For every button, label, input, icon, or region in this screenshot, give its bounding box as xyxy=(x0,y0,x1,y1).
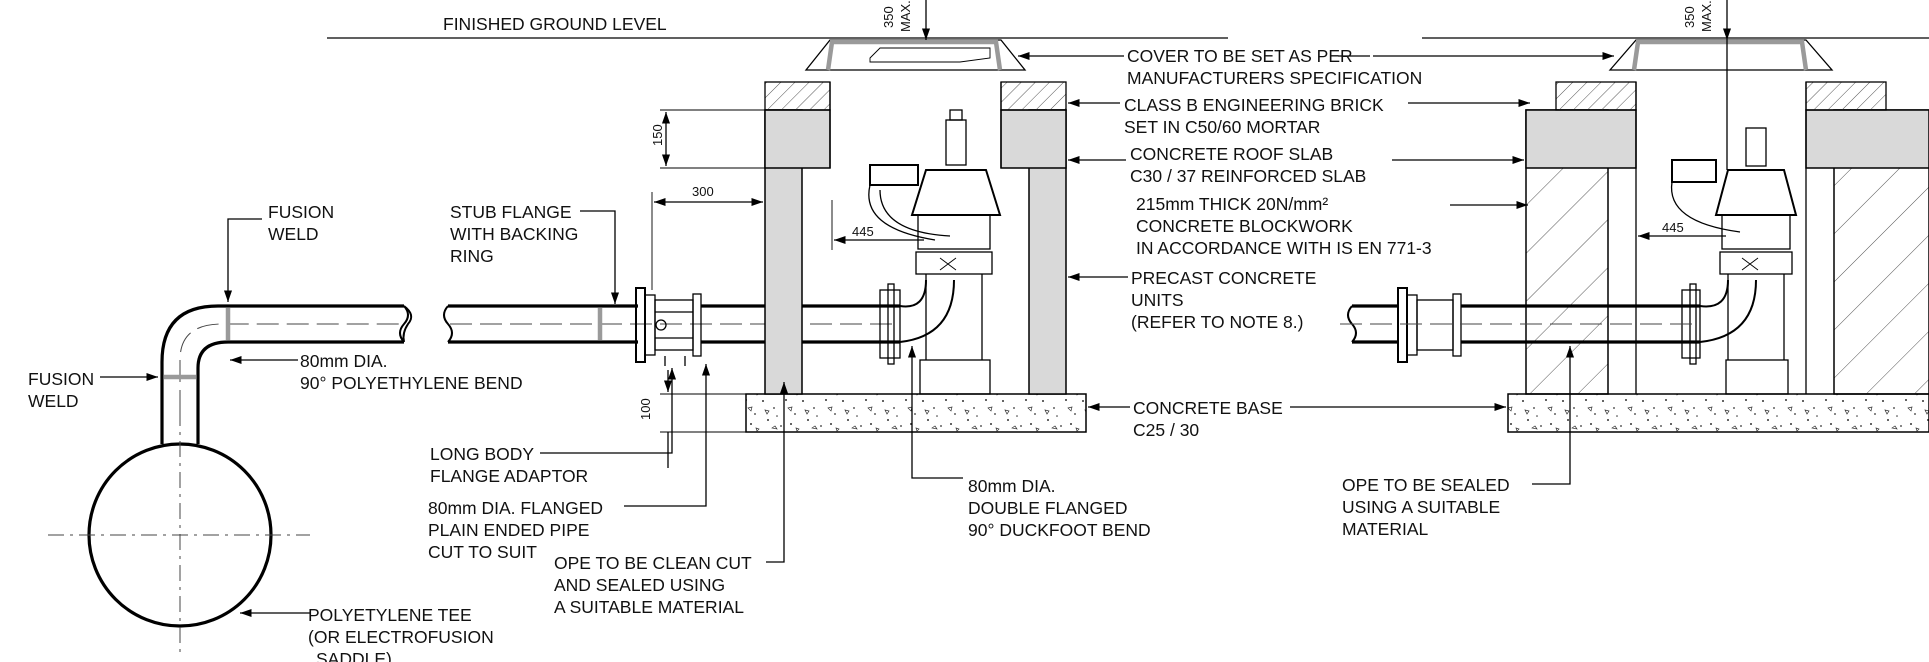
svg-text:300: 300 xyxy=(692,184,714,199)
hydrant-valve-right xyxy=(1670,127,1798,395)
long-body-label: LONG BODY FLANGE ADAPTOR xyxy=(430,444,588,486)
ope-clean-label: OPE TO BE CLEAN CUT AND SEALED USING A S… xyxy=(554,553,752,617)
fusion-weld-left-label: FUSION WELD xyxy=(28,369,94,411)
svg-text:C30 / 37 REINFORCED SLAB: C30 / 37 REINFORCED SLAB xyxy=(1130,166,1366,186)
manhole-cover-right xyxy=(1608,39,1834,71)
brick-label: CLASS B ENGINEERING BRICK SET IN C50/60 … xyxy=(1124,95,1384,137)
svg-text:PLAIN ENDED PIPE: PLAIN ENDED PIPE xyxy=(428,520,589,540)
svg-text:350: 350 xyxy=(881,6,896,28)
concrete-base-left xyxy=(745,393,1087,433)
svg-text:(REFER TO NOTE 8.): (REFER TO NOTE 8.) xyxy=(1131,312,1303,332)
svg-text:CLASS B ENGINEERING BRICK: CLASS B ENGINEERING BRICK xyxy=(1124,95,1384,115)
svg-text:C25 / 30: C25 / 30 xyxy=(1133,420,1199,440)
svg-text:WITH BACKING: WITH BACKING xyxy=(450,224,578,244)
svg-text:USING A SUITABLE: USING A SUITABLE xyxy=(1342,497,1500,517)
svg-text:POLYETYLENE TEE: POLYETYLENE TEE xyxy=(308,605,472,625)
svg-text:UNITS: UNITS xyxy=(1131,290,1184,310)
svg-text:CONCRETE ROOF SLAB: CONCRETE ROOF SLAB xyxy=(1130,144,1333,164)
pipe-run xyxy=(443,304,900,344)
svg-text:WELD: WELD xyxy=(268,224,319,244)
svg-text:SADDLE): SADDLE) xyxy=(316,649,392,662)
precast-label: PRECAST CONCRETE UNITS (REFER TO NOTE 8.… xyxy=(1131,268,1316,332)
svg-text:OPE TO BE CLEAN CUT: OPE TO BE CLEAN CUT xyxy=(554,553,752,573)
svg-text:AND SEALED USING: AND SEALED USING xyxy=(554,575,725,595)
dimension-300: 300 xyxy=(651,184,763,290)
blockwork-label: 215mm THICK 20N/mm² CONCRETE BLOCKWORK I… xyxy=(1136,194,1432,258)
svg-text:OPE TO BE SEALED: OPE TO BE SEALED xyxy=(1342,475,1510,495)
svg-text:MAX.: MAX. xyxy=(1699,0,1714,32)
dimension-350-right: 350 MAX. xyxy=(1682,0,1732,170)
svg-text:CUT TO SUIT: CUT TO SUIT xyxy=(428,542,537,562)
dimension-445-left: 445 xyxy=(831,200,924,250)
svg-text:FUSION: FUSION xyxy=(28,369,94,389)
base-label: CONCRETE BASE C25 / 30 xyxy=(1133,398,1283,440)
svg-text:SET IN C50/60 MORTAR: SET IN C50/60 MORTAR xyxy=(1124,117,1320,137)
svg-text:RING: RING xyxy=(450,246,494,266)
svg-text:350: 350 xyxy=(1682,6,1697,28)
svg-text:CONCRETE BLOCKWORK: CONCRETE BLOCKWORK xyxy=(1136,216,1353,236)
dimension-150: 150 xyxy=(650,109,765,169)
dimension-445-right: 445 xyxy=(1635,196,1726,246)
svg-text:STUB FLANGE: STUB FLANGE xyxy=(450,202,572,222)
flanged-pipe-label: 80mm DIA. FLANGED PLAIN ENDED PIPE CUT T… xyxy=(428,498,603,562)
svg-text:90° DUCKFOOT BEND: 90° DUCKFOOT BEND xyxy=(968,520,1151,540)
polyethylene-tee xyxy=(48,380,310,655)
leader-lines xyxy=(100,51,1614,618)
svg-text:COVER TO BE SET AS PER: COVER TO BE SET AS PER xyxy=(1127,46,1353,66)
svg-text:IN ACCORDANCE WITH IS EN 771-3: IN ACCORDANCE WITH IS EN 771-3 xyxy=(1136,238,1432,258)
svg-text:FLANGE ADAPTOR: FLANGE ADAPTOR xyxy=(430,466,588,486)
svg-text:MATERIAL: MATERIAL xyxy=(1342,519,1428,539)
svg-text:LONG BODY: LONG BODY xyxy=(430,444,534,464)
svg-text:DOUBLE FLANGED: DOUBLE FLANGED xyxy=(968,498,1127,518)
svg-text:215mm THICK 20N/mm²: 215mm THICK 20N/mm² xyxy=(1136,194,1328,214)
dimension-100: 100 xyxy=(638,370,746,468)
svg-text:PRECAST CONCRETE: PRECAST CONCRETE xyxy=(1131,268,1316,288)
svg-text:FUSION: FUSION xyxy=(268,202,334,222)
svg-text:100: 100 xyxy=(638,398,653,420)
manhole-cover-left xyxy=(804,39,1027,71)
svg-text:CONCRETE BASE: CONCRETE BASE xyxy=(1133,398,1283,418)
pe-bend xyxy=(160,304,413,412)
fusion-weld-top-label: FUSION WELD xyxy=(268,202,334,244)
pe-tee-label: POLYETYLENE TEE (OR ELECTROFUSION SADDLE… xyxy=(308,605,494,662)
ope-sealed-label: OPE TO BE SEALED USING A SUITABLE MATERI… xyxy=(1342,475,1510,539)
concrete-base-right xyxy=(1507,393,1929,433)
hydrant-valve-left xyxy=(868,109,1002,395)
cover-label: COVER TO BE SET AS PER MANUFACTURERS SPE… xyxy=(1127,46,1422,88)
dimension-350-left: 350 MAX. xyxy=(881,0,931,40)
svg-text:WELD: WELD xyxy=(28,391,79,411)
chamber-wall-left xyxy=(764,81,1067,395)
svg-text:90° POLYETHYLENE BEND: 90° POLYETHYLENE BEND xyxy=(300,373,523,393)
svg-text:150: 150 xyxy=(650,124,665,146)
svg-text:(OR ELECTROFUSION: (OR ELECTROFUSION xyxy=(308,627,494,647)
pipe-run-right xyxy=(1340,287,1700,363)
svg-text:80mm DIA.: 80mm DIA. xyxy=(300,351,388,371)
roof-slab-label: CONCRETE ROOF SLAB C30 / 37 REINFORCED S… xyxy=(1130,144,1366,186)
svg-text:445: 445 xyxy=(852,224,874,239)
stub-flange-label: STUB FLANGE WITH BACKING RING xyxy=(450,202,578,266)
svg-text:MANUFACTURERS SPECIFICATION: MANUFACTURERS SPECIFICATION xyxy=(1127,68,1422,88)
svg-text:445: 445 xyxy=(1662,220,1684,235)
svg-text:80mm DIA.: 80mm DIA. xyxy=(968,476,1056,496)
svg-text:A SUITABLE MATERIAL: A SUITABLE MATERIAL xyxy=(554,597,744,617)
svg-text:80mm DIA. FLANGED: 80mm DIA. FLANGED xyxy=(428,498,603,518)
pe-bend-label: 80mm DIA. 90° POLYETHYLENE BEND xyxy=(300,351,523,393)
duckfoot-label: 80mm DIA. DOUBLE FLANGED 90° DUCKFOOT BE… xyxy=(968,476,1151,540)
svg-text:MAX.: MAX. xyxy=(898,0,913,32)
finished-ground-level-label: FINISHED GROUND LEVEL xyxy=(443,14,667,34)
